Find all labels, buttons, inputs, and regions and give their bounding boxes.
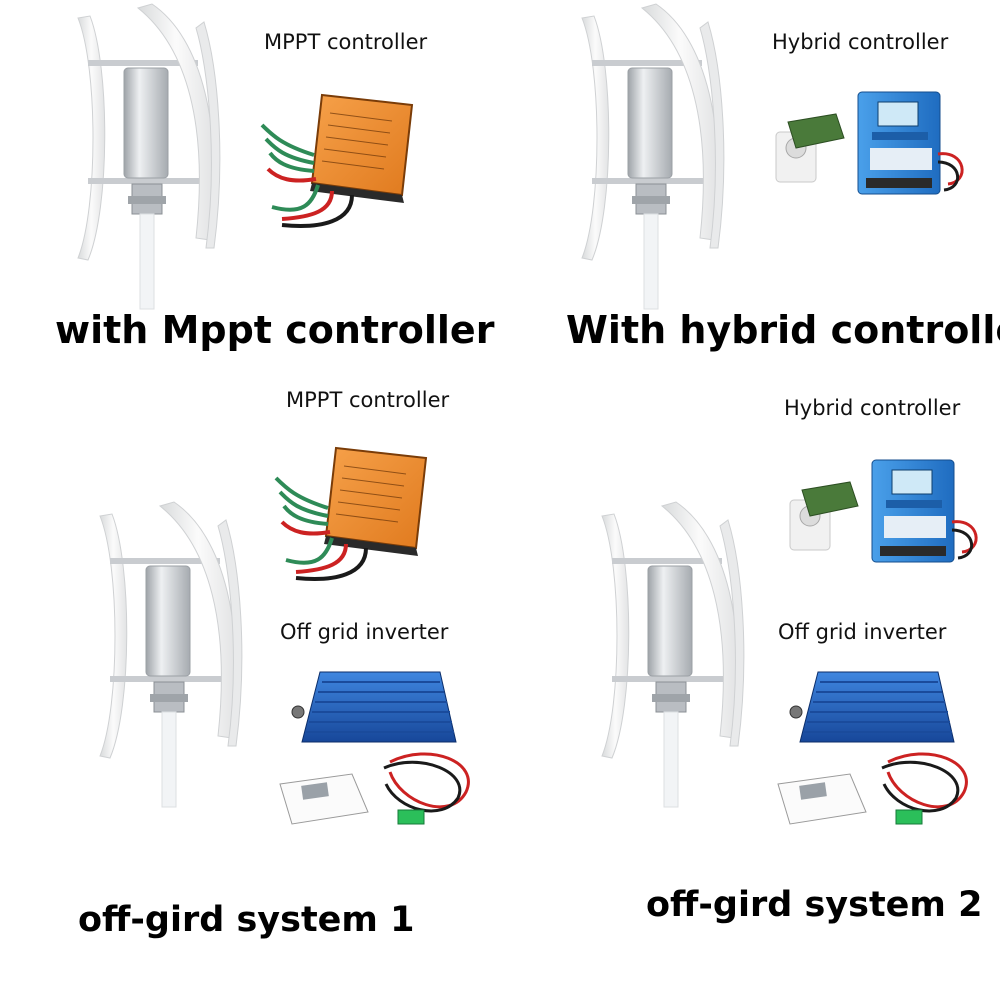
off-grid-inverter-image <box>278 670 470 826</box>
panel-bottom-left: MPPT controller Off grid inverter off-gi… <box>0 370 500 1000</box>
wind-turbine-image <box>99 501 243 808</box>
caption-system-1: off-gird system 1 <box>78 900 415 940</box>
wind-turbine-image <box>77 3 221 310</box>
caption-with-mppt: with Mppt controller <box>55 308 495 352</box>
hybrid-controller-label: Hybrid controller <box>772 30 949 54</box>
off-grid-inverter-image <box>776 670 968 826</box>
caption-system-2: off-gird system 2 <box>646 885 983 925</box>
panel-top-right: Hybrid controller With hybrid controller <box>500 0 1000 370</box>
hybrid-controller-label: Hybrid controller <box>784 396 961 420</box>
wind-turbine-image <box>601 501 745 808</box>
mppt-controller-image <box>274 446 428 581</box>
panel-top-left: MPPT controller with Mppt controller <box>0 0 500 370</box>
mppt-controller-label: MPPT controller <box>264 30 428 54</box>
off-grid-inverter-label: Off grid inverter <box>778 620 947 644</box>
caption-with-hybrid: With hybrid controller <box>566 308 1000 352</box>
wind-turbine-image <box>581 3 725 310</box>
hybrid-controller-image <box>788 458 978 564</box>
off-grid-inverter-label: Off grid inverter <box>280 620 449 644</box>
mppt-controller-label: MPPT controller <box>286 388 450 412</box>
hybrid-controller-image <box>774 90 964 196</box>
panel-bottom-right: Hybrid controller Off grid inverter off-… <box>500 370 1000 1000</box>
mppt-controller-image <box>260 93 414 228</box>
